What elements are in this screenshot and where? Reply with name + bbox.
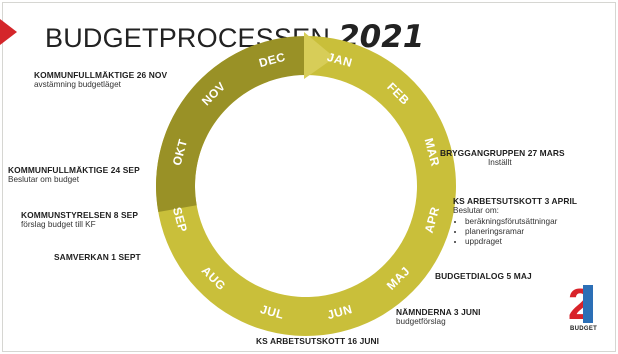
decision-item: uppdraget	[465, 237, 577, 247]
wheel-ring-dark-segment	[156, 36, 306, 213]
decision-list: beräkningsförutsättningar planeringsrama…	[453, 217, 577, 247]
wheel-ring	[155, 32, 456, 337]
budget-2021-logo: 2 BUDGET	[568, 283, 602, 341]
logo-caption: BUDGET	[570, 326, 598, 332]
note-sub: avstämning budgetläget	[34, 80, 121, 90]
note-heading: KOMMUNFULLMÄKTIGE 26 NOV	[34, 70, 168, 80]
logo-digit-one	[583, 285, 593, 323]
note-heading: BRYGGANGRUPPEN 27 MARS	[440, 148, 565, 158]
note-sub: Inställt	[488, 158, 512, 168]
note-sub: Beslutar om:	[453, 206, 499, 216]
note-kf-nov: KOMMUNFULLMÄKTIGE 26 NOV avstämning budg…	[34, 70, 167, 90]
month-label-jan: JAN	[326, 50, 354, 70]
note-heading: KS ARBETSUTSKOTT 3 APRIL	[453, 196, 578, 206]
wheel-arrow-head	[304, 32, 335, 79]
note-samverkan: SAMVERKAN 1 SEPT	[54, 252, 141, 262]
note-sub: Beslutar om budget	[8, 175, 80, 185]
note-heading: SAMVERKAN 1 SEPT	[54, 252, 141, 262]
note-heading: KS ARBETSUTSKOTT 16 JUNI	[256, 336, 380, 346]
note-heading: KOMMUNFULLMÄKTIGE 24 SEP	[8, 165, 140, 175]
note-heading: NÄMNDERNA 3 JUNI	[396, 307, 481, 317]
note-heading: KOMMUNSTYRELSEN 8 SEP	[21, 210, 139, 220]
red-corner-marker	[0, 19, 17, 45]
note-ksau-june: KS ARBETSUTSKOTT 16 JUNI	[256, 336, 379, 346]
note-ksau-april: KS ARBETSUTSKOTT 3 APRIL Beslutar om: be…	[453, 196, 577, 246]
month-label-okt: OKT	[170, 137, 191, 167]
note-heading: BUDGETDIALOG 5 MAJ	[435, 271, 532, 281]
month-label-dec: DEC	[257, 50, 287, 70]
note-budgetdialog: BUDGETDIALOG 5 MAJ	[435, 271, 532, 281]
note-kf-sep: KOMMUNFULLMÄKTIGE 24 SEP Beslutar om bud…	[8, 165, 140, 185]
note-namnderna: NÄMNDERNA 3 JUNI budgetförslag	[396, 307, 481, 327]
month-label-apr: APR	[422, 205, 442, 235]
note-ks-sep: KOMMUNSTYRELSEN 8 SEP förslag budget til…	[21, 210, 138, 230]
month-label-jul: JUL	[259, 302, 286, 322]
month-label-jun: JUN	[326, 302, 354, 322]
decision-item: beräkningsförutsättningar	[465, 217, 577, 227]
note-sub: förslag budget till KF	[21, 220, 96, 230]
month-label-sep: SEP	[170, 206, 190, 234]
note-sub: budgetförslag	[396, 317, 446, 327]
note-bryggangruppen: BRYGGANGRUPPEN 27 MARS Inställt	[440, 148, 565, 168]
decision-item: planeringsramar	[465, 227, 577, 237]
